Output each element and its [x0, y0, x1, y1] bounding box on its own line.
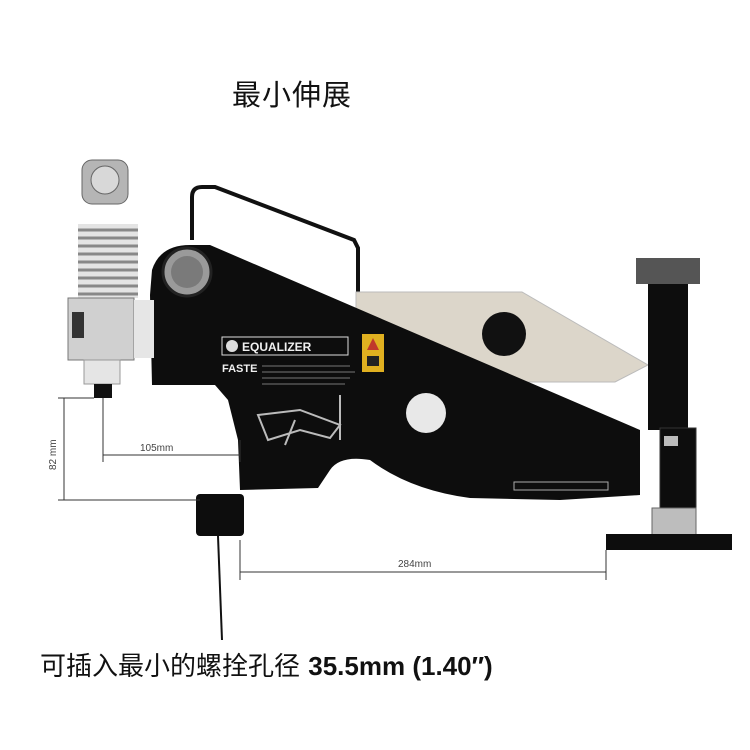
knob-nut-icon [90, 165, 120, 195]
brand-logo-icon [226, 340, 238, 352]
caption-leader-line [217, 535, 223, 641]
dim-284-lines [239, 540, 607, 580]
connector-plate [134, 300, 154, 358]
dim-105-lines [102, 398, 241, 462]
handle-bar [190, 185, 360, 300]
right-foot [606, 534, 732, 550]
diagram-title: 最小伸展 [232, 78, 353, 112]
usage-pictogram-icon [256, 395, 342, 446]
serial-plate [513, 481, 609, 491]
dim-284-label: 284mm [398, 559, 431, 570]
dim-82-label: 82 mm [48, 439, 59, 470]
blade-hole [482, 312, 526, 356]
brand-subtitle: FASTE [222, 363, 257, 375]
body-hole [406, 393, 446, 433]
right-nut [651, 507, 697, 537]
right-post [648, 284, 688, 430]
spring-coils [78, 228, 138, 296]
cylinder-window [72, 312, 84, 338]
caption-text: 可插入最小的螺拴孔径 [40, 652, 309, 682]
dim-105-label: 105mm [140, 443, 173, 454]
caption-value: 35.5mm (1.40″) [308, 651, 493, 681]
pivot-inner [171, 256, 203, 288]
fine-print [262, 365, 355, 385]
brand-label: EQUALIZER [242, 340, 312, 354]
caption: 可插入最小的螺拴孔径 35.5mm (1.40″) [40, 646, 493, 683]
brand-box [221, 336, 349, 356]
right-top-knob [636, 258, 700, 284]
warning-symbol-icon [367, 356, 379, 366]
warning-triangle-icon [367, 338, 379, 350]
piston-tip [94, 384, 112, 398]
left-foot [196, 494, 244, 536]
tool-body [150, 245, 640, 500]
right-label-icon [664, 436, 678, 446]
dim-82-lines [58, 397, 200, 501]
cylinder-base [83, 359, 121, 385]
